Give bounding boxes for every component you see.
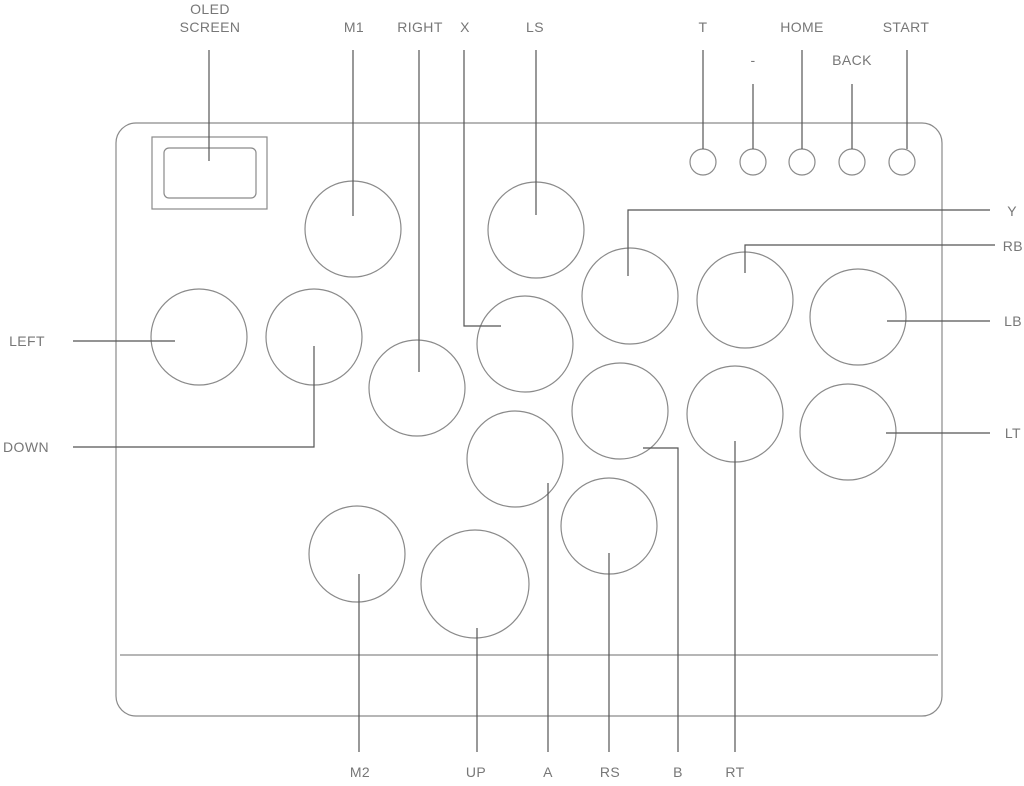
label-rt: RT xyxy=(725,764,744,780)
y-button[interactable] xyxy=(581,247,679,345)
label-lt: LT xyxy=(1005,425,1021,441)
x-button[interactable] xyxy=(476,295,574,393)
label-start: START xyxy=(883,19,930,35)
oled-screen xyxy=(163,147,257,199)
up-button[interactable] xyxy=(420,529,530,639)
leader-b xyxy=(643,447,679,752)
b-button[interactable] xyxy=(571,362,669,460)
leader-lines xyxy=(73,50,995,752)
label-ls: LS xyxy=(526,19,544,35)
leader-down xyxy=(73,346,315,448)
a-button[interactable] xyxy=(466,410,564,508)
label-down: DOWN xyxy=(3,439,49,455)
home-button[interactable] xyxy=(788,148,816,176)
lt-button[interactable] xyxy=(799,383,897,481)
label-back: BACK xyxy=(832,52,872,68)
label-rs: RS xyxy=(600,764,620,780)
minus-button[interactable] xyxy=(739,148,767,176)
label-minus: - xyxy=(750,52,755,68)
label-up: UP xyxy=(466,764,486,780)
label-lb: LB xyxy=(1004,313,1022,329)
label-m2: M2 xyxy=(350,764,370,780)
label-rb: RB xyxy=(1003,238,1023,254)
back-button[interactable] xyxy=(838,148,866,176)
labels: OLED SCREEN M1 RIGHT X LS T - HOME BACK … xyxy=(3,1,1023,780)
label-b: B xyxy=(673,764,683,780)
t-button[interactable] xyxy=(689,148,717,176)
left-button[interactable] xyxy=(150,288,248,386)
controller-body xyxy=(115,122,943,717)
label-a: A xyxy=(543,764,553,780)
label-oled-line2: SCREEN xyxy=(180,19,241,35)
label-y: Y xyxy=(1007,203,1017,219)
m2-button[interactable] xyxy=(308,505,406,603)
label-left: LEFT xyxy=(9,333,45,349)
leader-x xyxy=(463,50,501,327)
right-button[interactable] xyxy=(368,339,466,437)
leader-y xyxy=(627,209,990,276)
label-x: X xyxy=(460,19,470,35)
label-home: HOME xyxy=(780,19,824,35)
start-button[interactable] xyxy=(888,148,916,176)
label-t: T xyxy=(699,19,708,35)
label-oled-line1: OLED xyxy=(190,1,230,17)
leader-rb xyxy=(744,244,995,273)
lb-button[interactable] xyxy=(809,268,907,366)
label-m1: M1 xyxy=(344,19,364,35)
label-right: RIGHT xyxy=(397,19,443,35)
